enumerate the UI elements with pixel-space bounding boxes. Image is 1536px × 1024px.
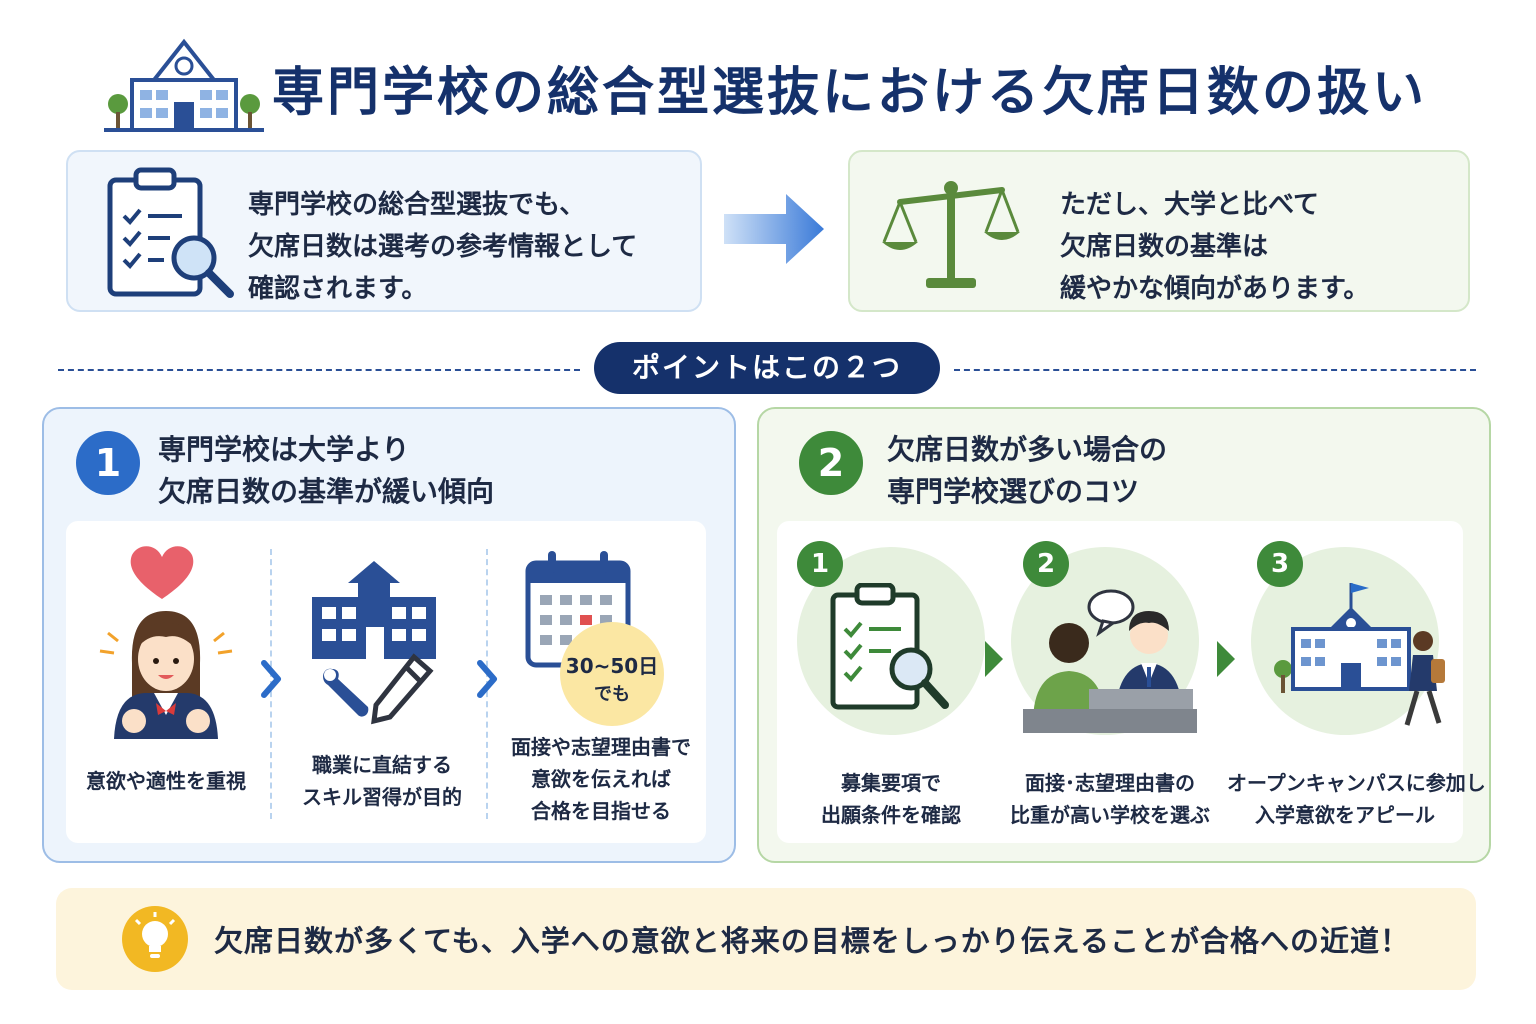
footer-tip: 欠席日数が多くても、入学への意欲と将来の目標をしっかり伝えることが合格への近道！ (56, 888, 1476, 990)
point-1-title: 専門学校は大学より 欠席日数の基準が緩い傾向 (158, 433, 495, 508)
chevron-right-icon (1217, 641, 1235, 677)
balance-scale-icon (882, 181, 1020, 288)
intro-right-text: ただし、大学と比べて 欠席日数の基準は 緩やかな傾向があります。 (1060, 190, 1370, 304)
heart-icon (130, 546, 194, 599)
point-2-step-2: 2 面接･志望理由書の 比重が高い学校を選ぶ (1003, 521, 1217, 843)
intro-card-left: 専門学校の総合型選抜でも、 欠席日数は選考の参考情報として 確認されます。 (66, 150, 702, 312)
interview-icon (1023, 589, 1197, 733)
point-2-panel: 2 欠席日数が多い場合の 専門学校選びのコツ 1 募集要項で 出願条件を確認 (757, 407, 1491, 863)
point-2-step-1-caption: 募集要項で 出願条件を確認 (821, 771, 961, 827)
point-1-number: 1 (76, 431, 140, 495)
step-1-number: 1 (797, 541, 843, 587)
point-1-item-3-caption: 面接や志望理由書で 意欲を伝えれば 合格を目指せる (511, 735, 691, 823)
point-2-step-3: 3 オープンキャンパスに参加し 入学意 (1227, 521, 1486, 843)
point-1-item-1-caption: 意欲や適性を重視 (86, 769, 246, 793)
school-tools-icon (312, 561, 436, 725)
divider-right (954, 369, 1476, 371)
student-girl-icon (99, 611, 233, 739)
points-label: ポイントはこの２つ (594, 342, 940, 394)
intro-left-text: 専門学校の総合型選抜でも、 欠席日数は選考の参考情報として 確認されます。 (248, 190, 638, 304)
chevron-right-icon (261, 660, 281, 698)
chevron-right-icon (477, 660, 497, 698)
point-2-step-3-caption: オープンキャンパスに参加し 入学意欲をアピール (1227, 771, 1486, 827)
divider-left (58, 369, 580, 371)
point-2-steps: 1 募集要項で 出願条件を確認 2 (777, 521, 1486, 843)
arrow-right-icon (724, 194, 824, 264)
point-1-item-1: 意欲や適性を重視 (66, 521, 266, 843)
school-walker-icon (1274, 583, 1445, 726)
step-3-number: 3 (1257, 541, 1303, 587)
point-1-item-2: 職業に直結する スキル習得が目的 (282, 521, 482, 843)
clipboard-magnifier-icon (107, 167, 234, 298)
point-2-number: 2 (799, 431, 863, 495)
chevron-right-icon (985, 641, 1003, 677)
page-title: 専門学校の総合型選抜における欠席日数の扱い (272, 63, 1428, 123)
lightbulb-icon (122, 906, 188, 972)
footer-message: 欠席日数が多くても、入学への意欲と将来の目標をしっかり伝えることが合格への近道！ (214, 924, 1410, 958)
point-2-title: 欠席日数が多い場合の 専門学校選びのコツ (887, 433, 1168, 508)
point-2-step-1: 1 募集要項で 出願条件を確認 (777, 521, 1005, 843)
school-building-icon (104, 38, 264, 132)
step-2-number: 2 (1023, 541, 1069, 587)
clipboard-magnifier-icon (830, 583, 949, 710)
point-2-step-2-caption: 面接･志望理由書の 比重が高い学校を選ぶ (1010, 771, 1210, 827)
intro-card-right: ただし、大学と比べて 欠席日数の基準は 緩やかな傾向があります。 (848, 150, 1470, 312)
header: 専門学校の総合型選抜における欠席日数の扱い (100, 28, 1480, 138)
absence-days-badge: 30~50日 でも (560, 622, 664, 726)
point-1-item-2-caption: 職業に直結する スキル習得が目的 (302, 753, 462, 809)
